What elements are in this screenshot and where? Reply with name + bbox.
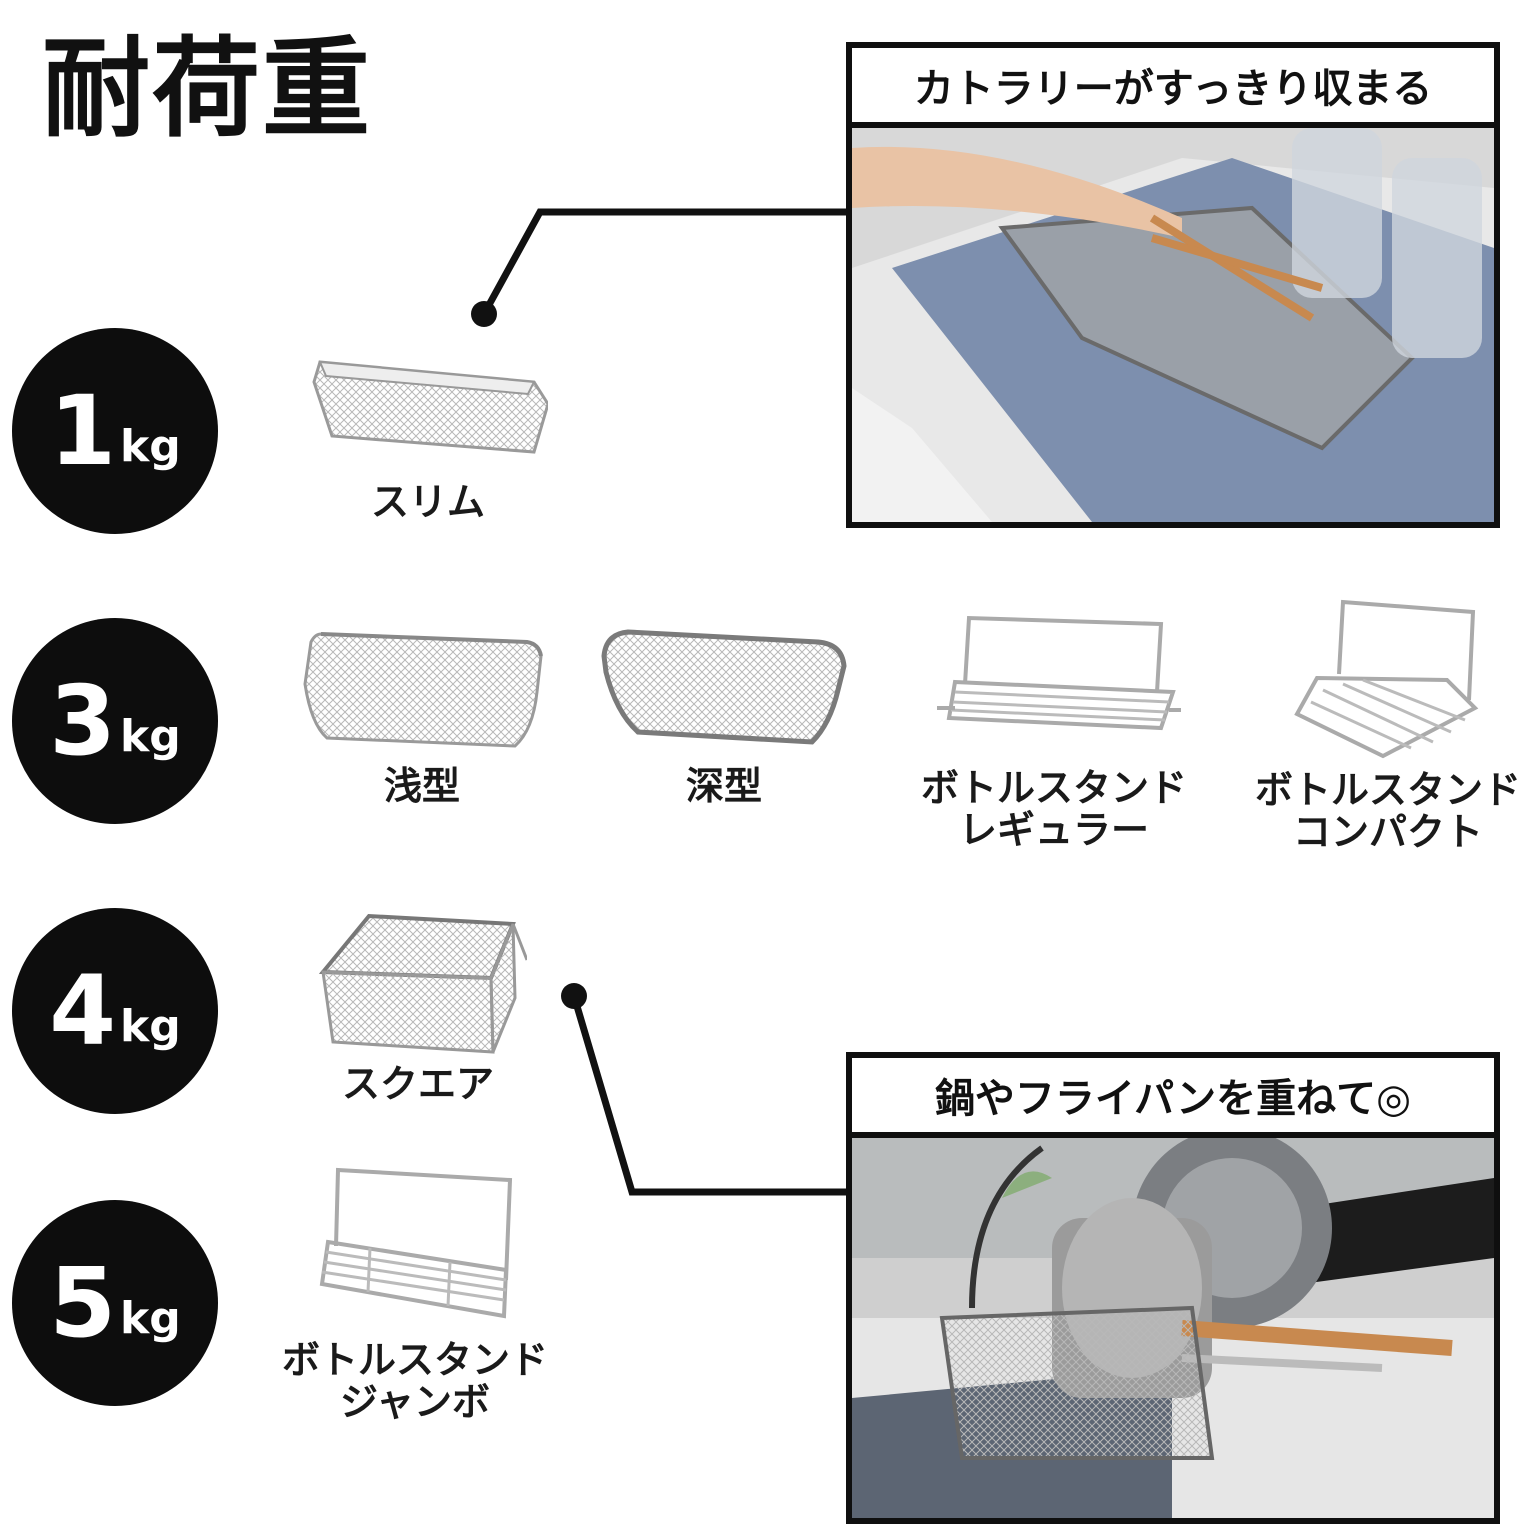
product-label: ジャンボ (339, 1379, 491, 1424)
product-label: ボトルスタンド (1254, 768, 1521, 812)
leader-dot-top (471, 301, 497, 327)
product-label: ボトルスタンド (920, 766, 1187, 810)
callout-caption: カトラリーがすっきり収まる (852, 48, 1494, 128)
slim-basket-icon (312, 360, 548, 454)
leader-line-bottom (570, 995, 852, 1196)
product-bottle-stand-compact: ボトルスタンド コンパクト (1244, 598, 1532, 854)
weight-number: 3 (49, 665, 117, 777)
callout-caption: 鍋やフライパンを重ねて◎ (852, 1058, 1494, 1138)
bottle-stand-compact-icon (1294, 599, 1479, 759)
weight-unit: kg (120, 1292, 181, 1344)
product-label: 浅型 (383, 764, 460, 808)
product-label: スクエア (341, 1062, 494, 1106)
product-label: 深型 (685, 764, 762, 808)
product-label: スリム (370, 480, 485, 524)
product-label: レギュラー (958, 807, 1149, 852)
bottle-stand-regular-icon (937, 615, 1181, 731)
weight-unit: kg (120, 710, 181, 762)
product-bottle-stand-jumbo: ボトルスタンド ジャンボ (270, 1166, 560, 1424)
pots-photo-illustration (852, 1128, 1494, 1518)
product-label: ボトルスタンド (281, 1338, 548, 1382)
pots-photo (852, 1128, 1494, 1518)
callout-cutlery: カトラリーがすっきり収まる (846, 42, 1500, 528)
bottle-stand-jumbo-icon (319, 1167, 513, 1319)
callout-pots-pans: 鍋やフライパンを重ねて◎ (846, 1052, 1500, 1524)
product-shallow: 浅型 (296, 620, 548, 808)
cutlery-photo (852, 128, 1494, 522)
deep-basket-icon (601, 629, 847, 745)
cutlery-photo-illustration (852, 128, 1494, 522)
page-title: 耐荷重 (42, 27, 373, 152)
leader-line-top (480, 208, 852, 316)
weight-number: 4 (49, 955, 117, 1067)
shallow-basket-icon (303, 632, 543, 748)
weight-number: 1 (49, 375, 117, 487)
weight-unit: kg (120, 1000, 181, 1052)
product-bottle-stand-regular: ボトルスタンド レギュラー (910, 610, 1198, 852)
square-basket-icon (318, 913, 527, 1054)
product-slim: スリム (300, 352, 556, 524)
product-deep: 深型 (596, 624, 852, 808)
product-square: スクエア (300, 910, 536, 1106)
weight-unit: kg (120, 420, 181, 472)
product-label: コンパクト (1292, 809, 1483, 854)
weight-number: 5 (49, 1247, 117, 1359)
leader-dot-bottom (561, 983, 587, 1009)
